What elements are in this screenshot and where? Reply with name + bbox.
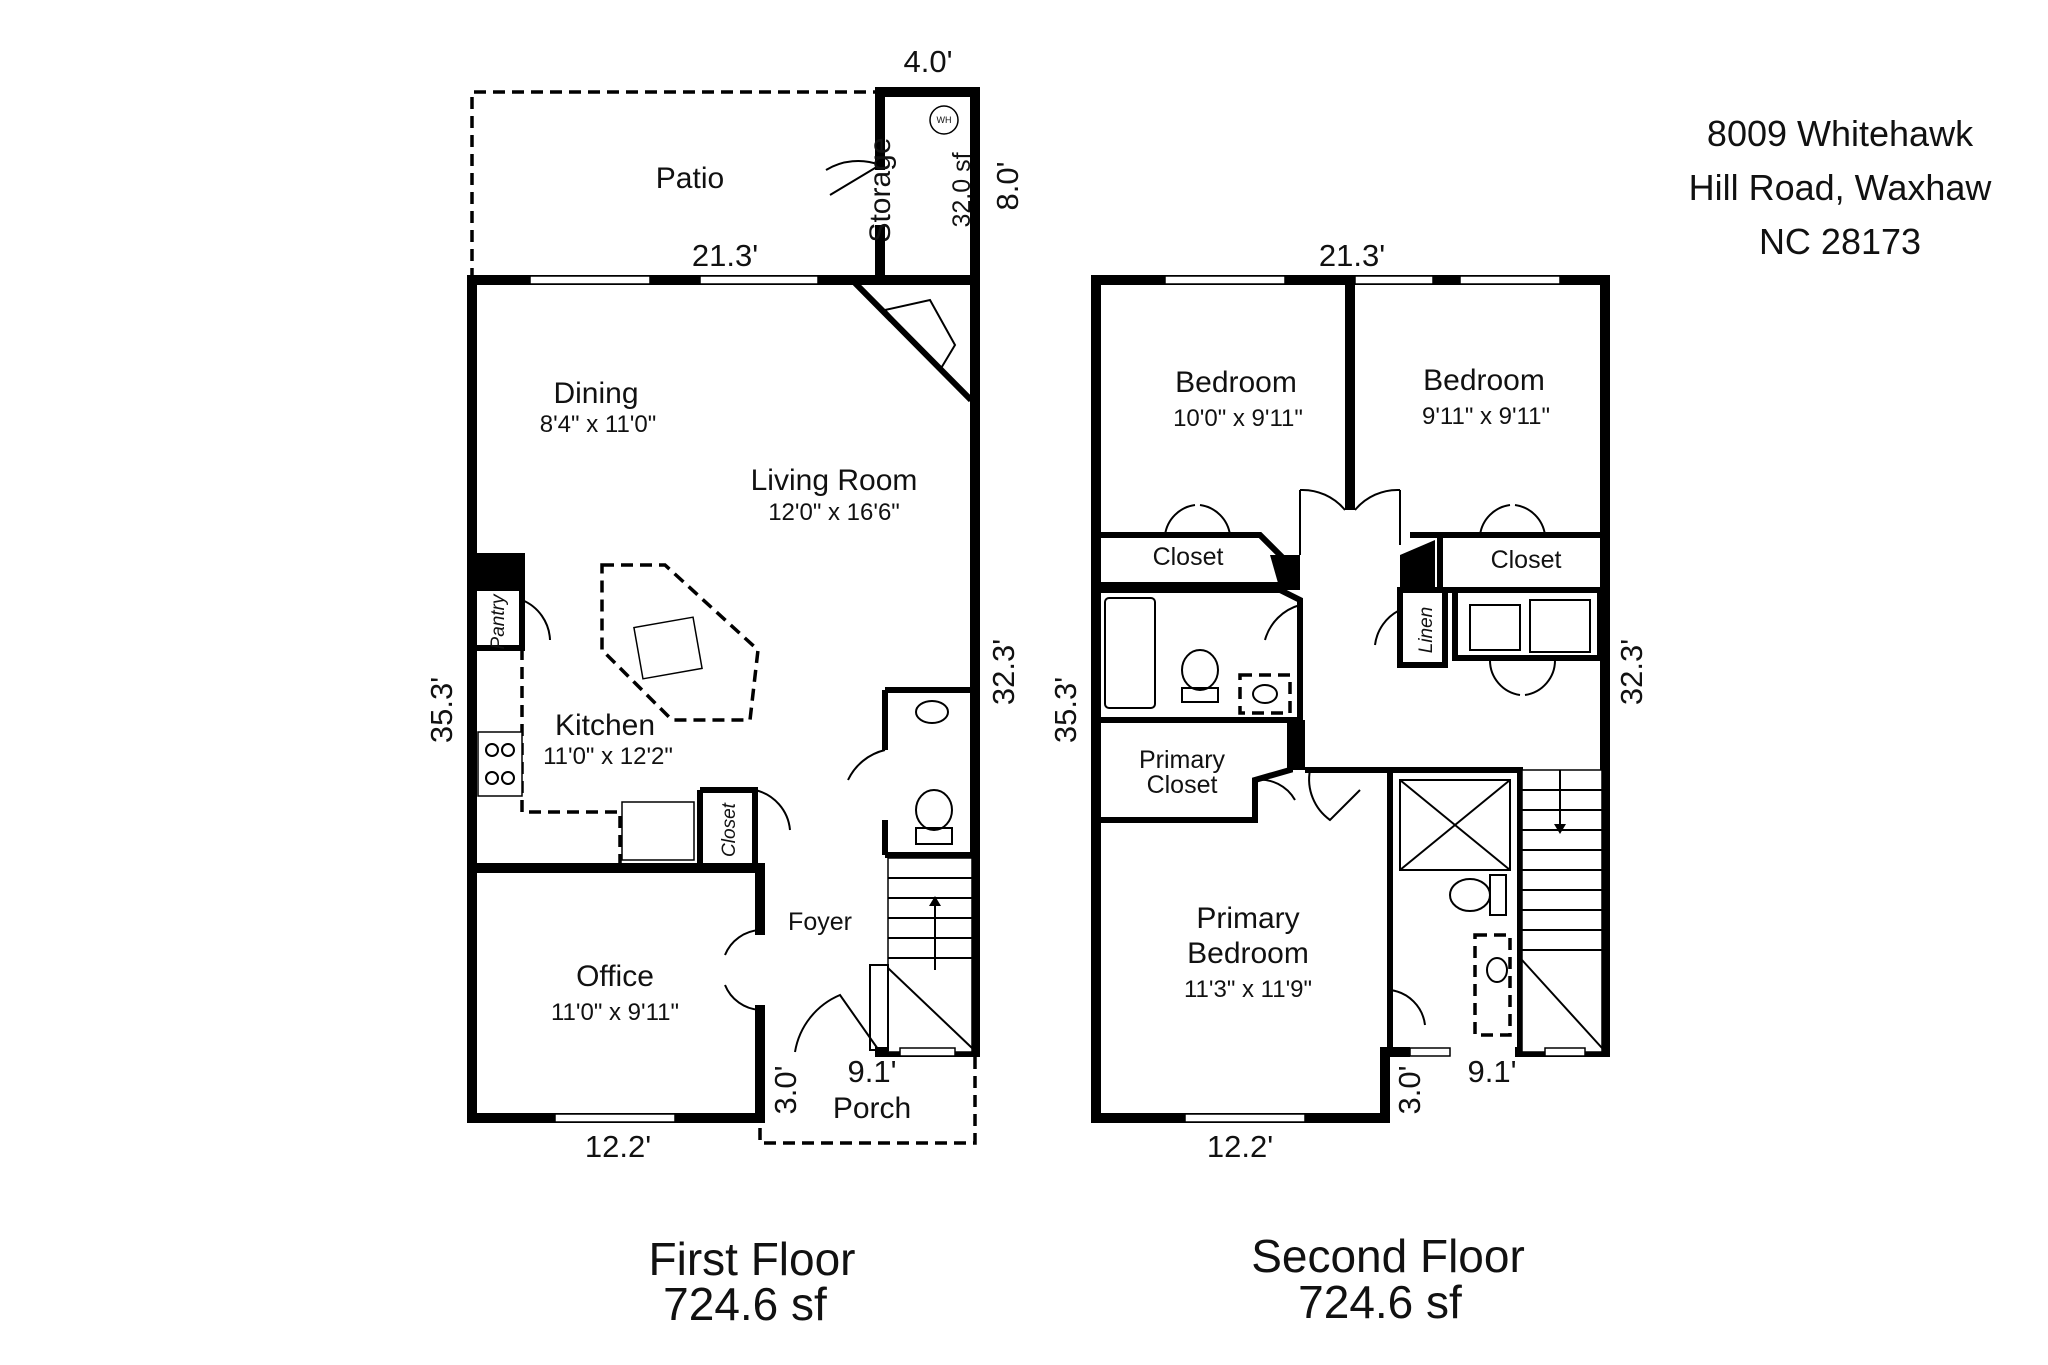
dryer-icon xyxy=(1529,599,1591,653)
toilet-icon xyxy=(915,789,953,831)
storage-label: Storage xyxy=(864,137,897,242)
shower-icon xyxy=(1399,779,1511,871)
address-line1: 8009 Whitehawk xyxy=(1707,113,1974,154)
primary-bedroom-walls xyxy=(1305,767,1393,1052)
primary-closet-walls xyxy=(1100,717,1293,823)
sink-icon xyxy=(1252,684,1278,704)
dim-second-notch-side: 3.0' xyxy=(1392,1065,1427,1114)
primary-bedroom-dimensions: 11'3" x 11'9" xyxy=(1184,976,1312,1003)
water-heater-label: WH xyxy=(937,115,952,125)
linen-closet-walls xyxy=(1397,587,1448,668)
refrigerator-icon xyxy=(621,801,695,861)
dim-second-notch-width: 9.1' xyxy=(1467,1054,1516,1089)
storage-walls xyxy=(875,87,980,285)
dining-label: Dining xyxy=(553,377,638,410)
first-floor-plan xyxy=(467,87,980,1145)
address-line3: NC 28173 xyxy=(1759,221,1921,262)
bathtub-icon xyxy=(1104,597,1156,709)
storage-door-icon xyxy=(825,160,881,171)
patio-outline xyxy=(470,90,880,280)
kitchen-sink-icon xyxy=(633,616,703,680)
dim-second-width: 21.3' xyxy=(1319,238,1385,273)
dim-porch-side: 3.0' xyxy=(768,1065,803,1114)
sink-icon xyxy=(915,700,949,724)
dim-porch-width: 9.1' xyxy=(847,1054,896,1089)
primary-bedroom-label-1: Primary xyxy=(1196,902,1299,935)
porch-label: Porch xyxy=(833,1092,911,1125)
dim-first-left: 35.3' xyxy=(424,677,459,743)
second-floor-title: Second Floor xyxy=(1251,1230,1525,1282)
second-floor-area: 724.6 sf xyxy=(1298,1276,1462,1328)
sink-icon xyxy=(1486,957,1508,983)
fireplace-icon xyxy=(883,298,957,372)
primary-bath-walls xyxy=(1390,767,1523,1052)
primary-closet-label-2: Closet xyxy=(1147,771,1218,799)
foyer-label: Foyer xyxy=(788,908,852,936)
primary-closet-label-1: Primary xyxy=(1139,746,1226,774)
dim-second-bottom: 12.2' xyxy=(1207,1129,1273,1164)
water-heater-icon xyxy=(929,105,959,135)
bedroom1-label: Bedroom xyxy=(1175,366,1297,399)
first-floor-area: 724.6 sf xyxy=(663,1278,827,1330)
dim-first-bottom: 12.2' xyxy=(585,1129,651,1164)
patio-label: Patio xyxy=(656,162,724,195)
toilet-icon xyxy=(1181,649,1219,691)
washer-icon xyxy=(1469,604,1521,651)
kitchen-label: Kitchen xyxy=(555,709,655,742)
closet2-label: Closet xyxy=(1491,546,1562,574)
living-room-label: Living Room xyxy=(751,464,918,497)
dim-second-right: 32.3' xyxy=(1614,639,1649,705)
bedroom1-dimensions: 10'0" x 9'11" xyxy=(1173,405,1303,432)
office-label: Office xyxy=(576,960,654,993)
kitchen-closet-label: Closet xyxy=(719,802,740,857)
dim-storage-side: 8.0' xyxy=(990,161,1025,210)
kitchen-island xyxy=(600,563,760,722)
address-line2: Hill Road, Waxhaw xyxy=(1689,167,1993,208)
second-floor-plan xyxy=(1091,275,1610,1123)
pantry-label: Pantry xyxy=(488,593,509,649)
dim-storage-top: 4.0' xyxy=(903,44,952,79)
laundry-walls xyxy=(1452,587,1603,661)
first-floor-title: First Floor xyxy=(649,1233,856,1285)
office-dimensions: 11'0" x 9'11" xyxy=(551,999,679,1026)
storage-area-label: 32.0 sf xyxy=(948,152,976,227)
primary-bedroom-label-2: Bedroom xyxy=(1187,937,1309,970)
bedroom2-dimensions: 9'11" x 9'11" xyxy=(1422,403,1550,430)
first-floor-stairs xyxy=(887,857,973,1053)
hall-bath-walls xyxy=(1100,587,1303,723)
bedroom2-label: Bedroom xyxy=(1423,364,1545,397)
closet1-label: Closet xyxy=(1153,543,1224,571)
dim-first-right: 32.3' xyxy=(986,639,1021,705)
porch-outline xyxy=(758,1052,977,1145)
living-room-dimensions: 12'0" x 16'6" xyxy=(768,499,900,526)
linen-label: Linen xyxy=(1416,607,1437,654)
stove-icon xyxy=(477,731,523,797)
dining-dimensions: 8'4" x 11'0" xyxy=(540,411,657,438)
dim-first-width: 21.3' xyxy=(692,238,758,273)
toilet-icon xyxy=(1449,878,1491,912)
dim-second-left: 35.3' xyxy=(1048,677,1083,743)
kitchen-dimensions: 11'0" x 12'2" xyxy=(543,743,673,770)
